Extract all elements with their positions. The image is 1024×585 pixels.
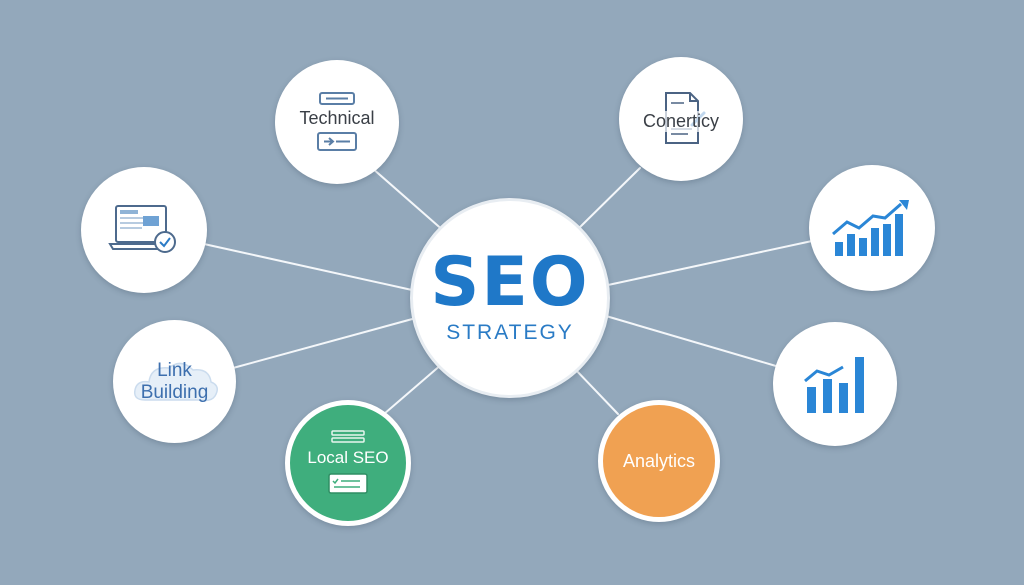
config-panel-icon xyxy=(317,131,357,151)
analytics-label: Analytics xyxy=(622,450,696,471)
node-local-seo[interactable]: Local SEO xyxy=(285,400,411,526)
content-label: Conerticy xyxy=(636,111,726,132)
local-seo-label: Local SEO xyxy=(307,448,389,467)
connector-analytics xyxy=(573,367,619,415)
connector-audit xyxy=(203,243,413,291)
server-config-icon xyxy=(319,91,355,105)
connector-local xyxy=(383,363,443,415)
node-audit[interactable] xyxy=(81,167,207,293)
hub-subtitle: STRATEGY xyxy=(446,321,574,344)
map-list-icon xyxy=(331,430,365,443)
connector-growth xyxy=(607,240,813,286)
node-link-building[interactable]: Link Building xyxy=(113,320,236,443)
node-content[interactable]: Conerticy xyxy=(619,57,743,181)
connector-link xyxy=(232,317,417,369)
connector-content xyxy=(574,167,641,233)
node-analytics-chart[interactable] xyxy=(773,322,897,446)
rising-bar-chart-icon xyxy=(832,200,909,256)
node-growth[interactable] xyxy=(809,165,935,291)
technical-label: Technical xyxy=(299,107,375,128)
connector-analytics-chart xyxy=(605,315,777,367)
link-label-line2: Building xyxy=(140,381,209,403)
hub-title: SEO xyxy=(430,243,590,322)
link-label-line1: Link xyxy=(157,359,192,381)
connector-technical xyxy=(371,167,446,233)
bar-chart-trend-icon xyxy=(804,357,864,413)
node-analytics[interactable]: Analytics xyxy=(598,400,720,522)
listing-card-icon xyxy=(328,473,368,494)
cloud-icon xyxy=(133,362,218,401)
node-technical[interactable]: Technical xyxy=(275,60,399,184)
laptop-audit-icon xyxy=(108,205,176,253)
seo-strategy-hub: SEO STRATEGY xyxy=(410,198,610,398)
